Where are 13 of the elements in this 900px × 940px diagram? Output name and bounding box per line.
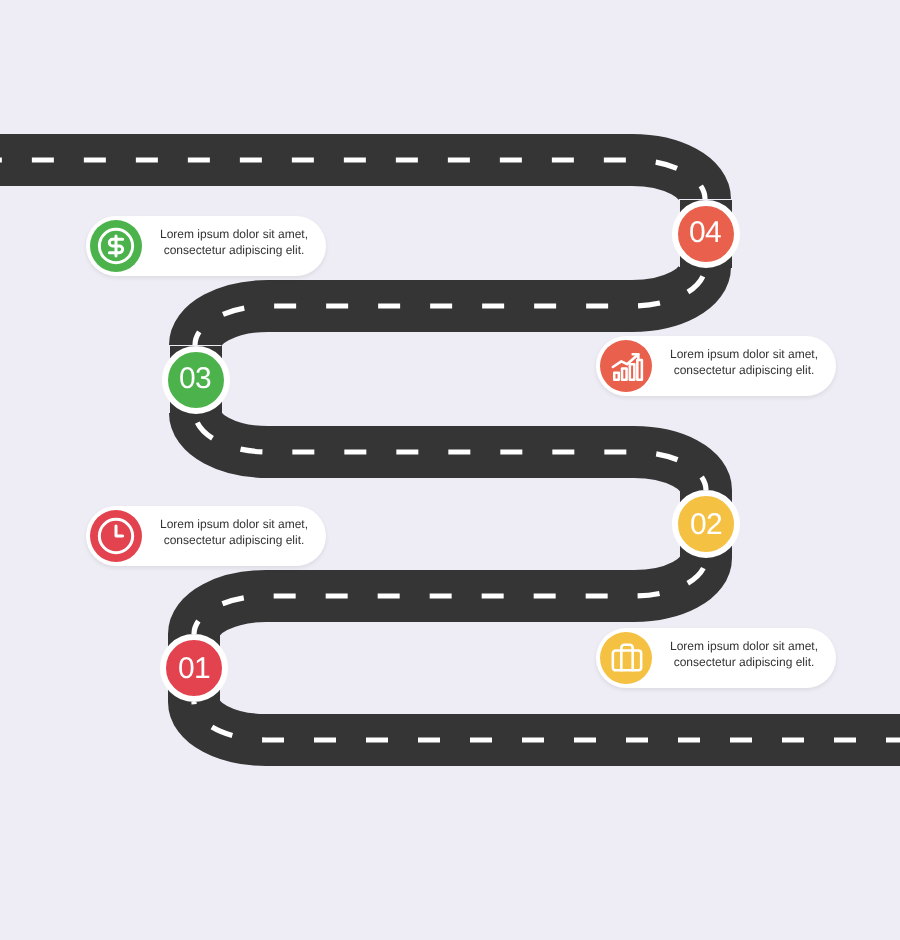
road bbox=[169, 408, 732, 495]
road bbox=[169, 262, 731, 350]
info-card bbox=[596, 336, 836, 396]
info-card bbox=[86, 216, 326, 276]
road bbox=[168, 553, 732, 639]
info-card bbox=[596, 628, 836, 688]
road bbox=[0, 134, 731, 205]
info-card bbox=[86, 506, 326, 566]
step-marker: 03 bbox=[161, 345, 229, 413]
step-marker: 01 bbox=[160, 634, 228, 702]
step-marker: 02 bbox=[672, 490, 740, 558]
road bbox=[168, 696, 900, 766]
step-marker: 04 bbox=[671, 199, 739, 267]
